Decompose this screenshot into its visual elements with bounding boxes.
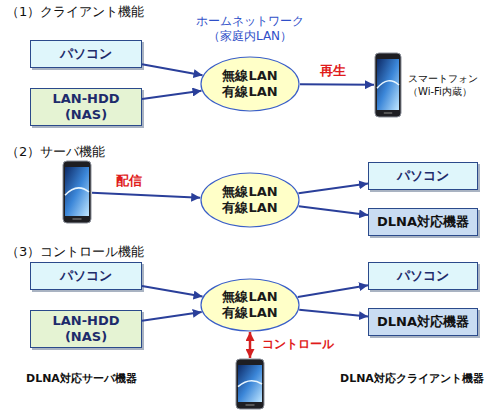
connector-arrow (249, 332, 252, 358)
node-label: パソコン (397, 168, 449, 184)
storage-box: LAN-HDD (NAS) (30, 310, 142, 348)
connector-arrow (298, 285, 368, 297)
text-label: DLNA対応サーバ機器 (26, 372, 137, 386)
text-label: DLNA対応クライアント機器 (340, 372, 484, 386)
device-box: パソコン (368, 262, 478, 290)
node-label: スマートフォン （Wi-Fi内蔵） (408, 72, 498, 98)
connector-arrow (142, 64, 203, 75)
smartphone-illustration (374, 52, 402, 118)
edge-label: 配信 (116, 172, 142, 190)
node-label: 無線LAN 有線LAN (219, 289, 281, 322)
network-ellipse: 無線LAN 有線LAN (200, 172, 300, 228)
node-label: 無線LAN 有線LAN (219, 68, 281, 101)
node-label: LAN-HDD (NAS) (50, 91, 122, 122)
node-label: DLNA対応機器 (377, 214, 469, 230)
smartphone-node: スマートフォン （Wi-Fi内蔵） (374, 52, 498, 118)
smartphone-node (235, 358, 265, 410)
connector-arrow (299, 206, 368, 215)
storage-box: LAN-HDD (NAS) (30, 88, 142, 126)
device-box: パソコン (368, 162, 478, 190)
connector-arrow (300, 83, 374, 85)
dlna-device-box: DLNA対応機器 (368, 208, 478, 236)
connector-arrow (142, 312, 202, 321)
node-label: パソコン (397, 268, 449, 284)
node-label: パソコン (60, 268, 112, 284)
smartphone-illustration (62, 160, 92, 224)
node-label: LAN-HDD (NAS) (50, 313, 122, 344)
network-ellipse: 無線LAN 有線LAN (200, 56, 300, 112)
edge-label: コントロール (262, 336, 334, 353)
device-box: パソコン (30, 40, 142, 68)
connector-arrow (299, 310, 368, 317)
connector-arrow (142, 91, 202, 99)
text-label: （3）コントロール機能 (6, 244, 144, 260)
smartphone-node (62, 160, 92, 224)
connector-arrow (299, 184, 369, 194)
network-ellipse: 無線LAN 有線LAN (200, 278, 300, 332)
text-label: （1）クライアント機能 (6, 4, 144, 20)
node-label: 無線LAN 有線LAN (219, 184, 281, 217)
node-label: DLNA対応機器 (377, 314, 469, 330)
edge-label: 再生 (320, 62, 346, 80)
device-box: パソコン (30, 262, 142, 290)
text-label: （2）サーバ機能 (6, 144, 105, 160)
smartphone-illustration (235, 358, 265, 410)
node-label: パソコン (60, 46, 112, 62)
dlna-device-box: DLNA対応機器 (368, 308, 478, 336)
text-label: ホームネットワーク （家庭内LAN） (188, 14, 312, 44)
connector-arrow (92, 193, 200, 198)
connector-arrow (142, 286, 203, 297)
